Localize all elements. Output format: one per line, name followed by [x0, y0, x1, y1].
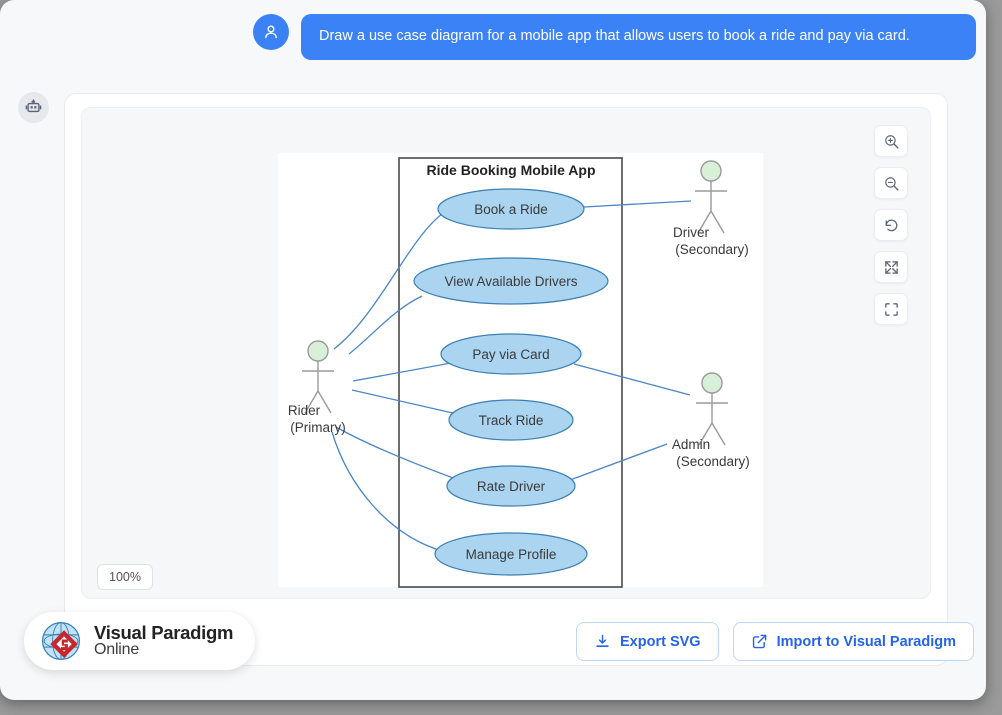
actor-driver[interactable]: Driver (Secondary) — [673, 160, 749, 257]
user-prompt-row: Draw a use case diagram for a mobile app… — [253, 14, 976, 60]
footer-actions: Export SVG Import to Visual Paradigm — [576, 622, 974, 661]
zoom-level-badge[interactable]: 100% — [97, 564, 153, 590]
system-boundary-title: Ride Booking Mobile App — [426, 162, 595, 178]
use-case-track-ride[interactable]: Track Ride — [448, 399, 574, 441]
answer-card: Ride Booking Mobile App Book a Ride — [64, 93, 948, 666]
diagram-pane[interactable]: Ride Booking Mobile App Book a Ride — [81, 107, 931, 599]
magnifier-plus-icon — [884, 134, 899, 149]
visual-paradigm-logo: Visual Paradigm Online — [24, 612, 256, 670]
actor-role: (Secondary) — [676, 454, 750, 469]
use-case-label: Manage Profile — [466, 547, 557, 562]
assoc-rider-track-ride — [351, 389, 458, 415]
use-case-pay-via-card[interactable]: Pay via Card — [440, 333, 582, 375]
assoc-rider-pay-via-card — [352, 362, 452, 382]
use-case-book-a-ride[interactable]: Book a Ride — [437, 188, 585, 230]
bot-avatar — [18, 92, 49, 123]
expand-corners-icon — [884, 302, 898, 316]
export-svg-label: Export SVG — [620, 633, 701, 650]
assoc-rider-book-a-ride — [333, 213, 443, 350]
assoc-book-a-ride-driver — [583, 200, 692, 208]
use-case-diagram: Ride Booking Mobile App Book a Ride — [288, 157, 750, 588]
export-svg-button[interactable]: Export SVG — [576, 622, 719, 661]
logo-text: Visual Paradigm Online — [94, 621, 234, 659]
use-case-label: Pay via Card — [472, 347, 549, 362]
logo-line2: Online — [94, 641, 140, 659]
use-case-label: Track Ride — [479, 413, 544, 428]
app-window: Draw a use case diagram for a mobile app… — [0, 0, 986, 700]
assoc-rider-manage-profile — [331, 431, 443, 552]
actor-name: Driver — [673, 225, 710, 240]
import-label: Import to Visual Paradigm — [776, 633, 956, 650]
use-case-label: Book a Ride — [474, 202, 548, 217]
actor-rider[interactable]: Rider (Primary) — [288, 340, 346, 435]
download-icon — [596, 634, 609, 647]
rotate-ccw-icon — [885, 219, 897, 231]
assoc-rider-rate-driver — [335, 426, 457, 480]
user-avatar — [253, 14, 289, 50]
fullscreen-button[interactable] — [874, 293, 908, 325]
visual-paradigm-globe-icon — [41, 621, 81, 661]
actor-admin[interactable]: Admin (Secondary) — [672, 372, 750, 469]
magnifier-minus-icon — [884, 176, 899, 191]
external-link-icon — [752, 634, 766, 649]
assoc-pay-via-card-admin — [573, 363, 691, 396]
logo-line1: Visual Paradigm — [94, 621, 234, 643]
arrows-in-icon — [884, 260, 898, 274]
prompt-text: Draw a use case diagram for a mobile app… — [301, 14, 976, 60]
zoom-out-button[interactable] — [874, 167, 908, 199]
use-case-label: Rate Driver — [477, 479, 546, 494]
actor-role: (Primary) — [290, 420, 346, 435]
reset-button[interactable] — [874, 209, 908, 241]
actor-name: Rider — [288, 403, 321, 418]
zoom-in-button[interactable] — [874, 125, 908, 157]
use-case-manage-profile[interactable]: Manage Profile — [434, 532, 588, 576]
assoc-rider-view-drivers — [348, 295, 423, 355]
import-to-visual-paradigm-button[interactable]: Import to Visual Paradigm — [732, 622, 974, 661]
fit-screen-button[interactable] — [874, 251, 908, 283]
assoc-rate-driver-admin — [569, 443, 668, 481]
use-case-label: View Available Drivers — [444, 274, 577, 289]
robot-icon — [25, 99, 42, 113]
actor-role: (Secondary) — [675, 242, 749, 257]
actor-name: Admin — [672, 437, 710, 452]
person-icon — [265, 25, 277, 39]
diagram-controls — [874, 125, 908, 325]
use-case-rate-driver[interactable]: Rate Driver — [446, 465, 576, 507]
use-case-view-available-drivers[interactable]: View Available Drivers — [413, 257, 609, 305]
